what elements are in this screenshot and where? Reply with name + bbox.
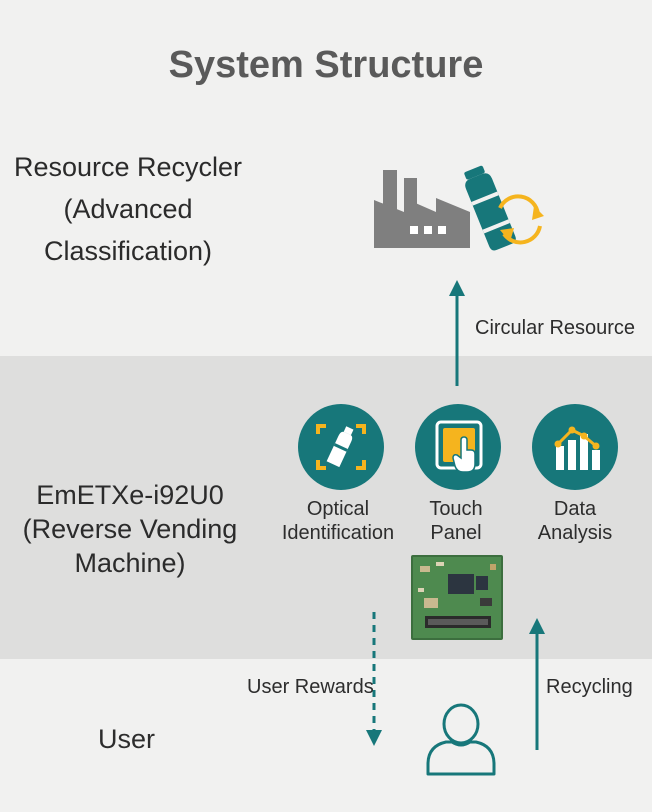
touch-panel-label: Touch Panel <box>429 498 483 544</box>
optical-identification-badge <box>298 404 384 490</box>
bar-chart-icon <box>554 426 600 470</box>
recycling-label: Recycling <box>546 676 633 698</box>
page-title: System Structure <box>168 44 484 86</box>
circular-resource-label: Circular Resource <box>475 317 636 339</box>
data-analysis-badge <box>532 404 618 490</box>
data-analysis-label: Data Analysis <box>537 498 613 544</box>
optical-identification-label: Optical Identification <box>281 498 395 544</box>
user-band <box>0 659 652 812</box>
bottle-scan-icon <box>316 424 366 470</box>
recycler-label: Resource Recycler (Advanced Classificati… <box>13 152 243 266</box>
machine-label: EmETXe-i92U0 (Reverse Vending Machine) <box>22 480 238 578</box>
user-label: User <box>98 724 156 754</box>
touch-panel-badge <box>415 404 501 490</box>
user-rewards-label: User Rewards <box>247 676 374 698</box>
recycler-band <box>0 0 652 356</box>
touch-panel-icon <box>435 420 483 473</box>
